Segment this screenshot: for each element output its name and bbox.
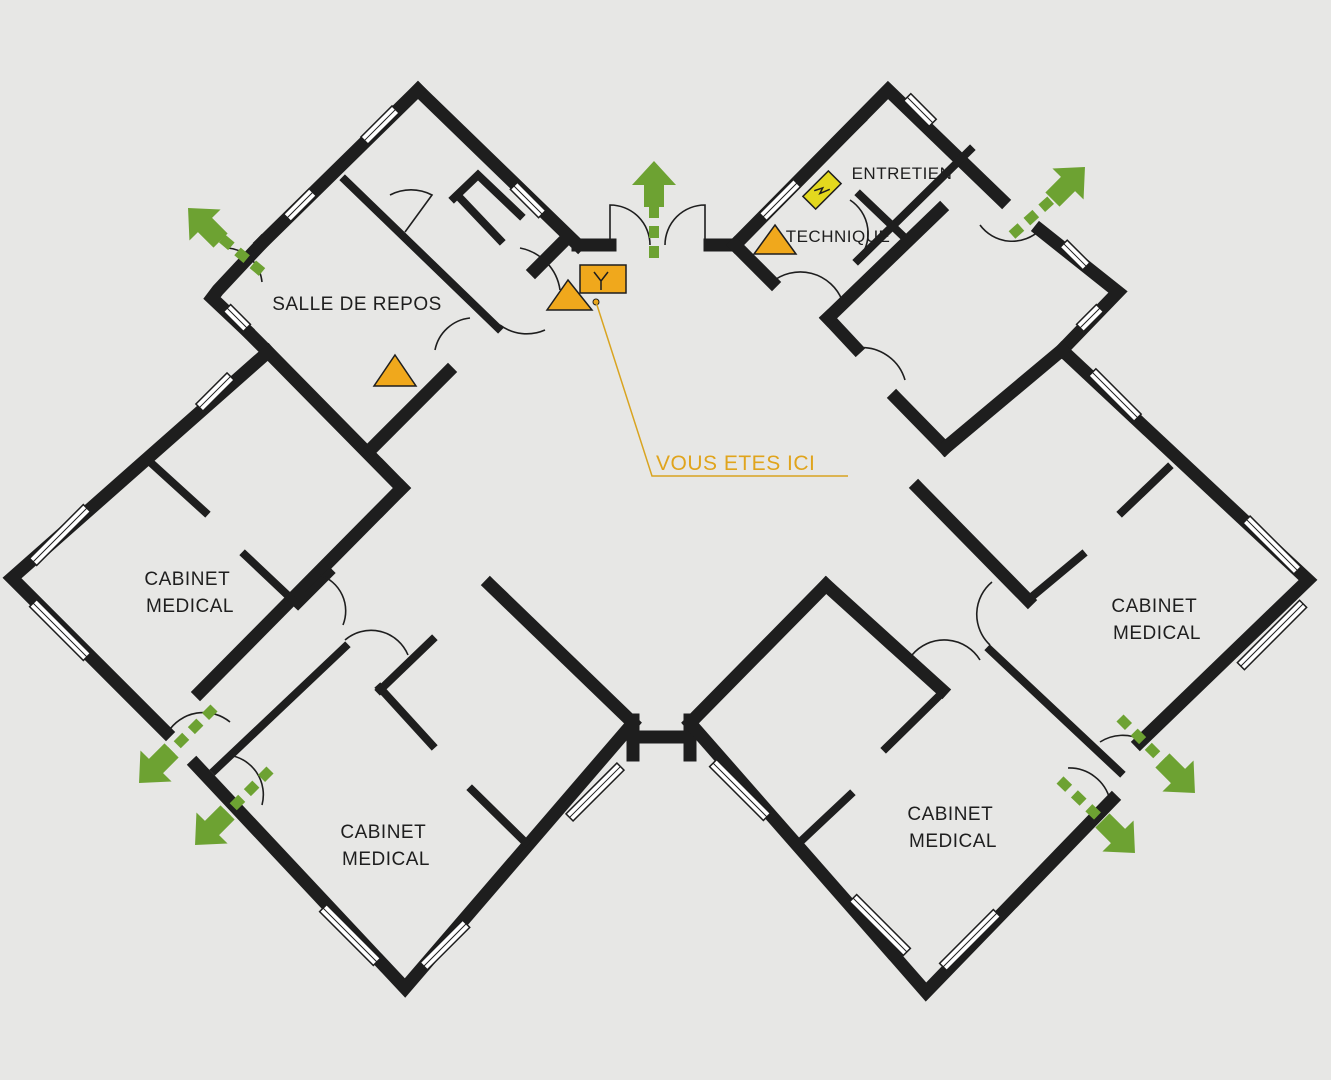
emergency-exit-arrow-icon — [1056, 776, 1151, 869]
you-are-here-label: VOUS ETES ICI — [656, 452, 815, 475]
emergency-exit-arrow-icon — [1116, 714, 1211, 809]
room-label-technique: TECHNIQUE — [786, 227, 891, 246]
room-label-cabinet-upper-left: CABINET MEDICAL — [144, 569, 235, 617]
electrical-panel-icon — [801, 169, 843, 211]
markers — [372, 169, 848, 477]
room-label-cabinet-lower-right: CABINET MEDICAL — [907, 804, 998, 852]
right-wing-walls — [681, 80, 1318, 1002]
emergency-exit-arrow-icon — [632, 161, 676, 258]
warning-triangle-icon — [752, 223, 798, 255]
room-label-cabinet-upper-right: CABINET MEDICAL — [1111, 596, 1202, 644]
doors — [167, 189, 1143, 806]
emergency-exit-arrow-icon — [172, 192, 266, 276]
room-label-cabinet-lower-left: CABINET MEDICAL — [340, 822, 431, 870]
you-are-here-pointer — [595, 301, 848, 477]
windows — [28, 92, 1308, 972]
emergency-exit-arrow-icon — [1008, 151, 1101, 239]
room-label-salle-de-repos: SALLE DE REPOS — [272, 294, 442, 315]
emergency-exit-arrows — [123, 151, 1211, 869]
emergency-exit-arrow-icon — [179, 766, 274, 861]
warning-triangle-icon — [545, 278, 594, 311]
warning-triangle-icon — [372, 353, 418, 387]
left-wing-walls — [2, 80, 697, 998]
you-are-here-icon — [579, 264, 627, 306]
room-labels: SALLE DE REPOS ENTRETIEN TECHNIQUE CABIN… — [144, 164, 1202, 870]
room-label-entretien: ENTRETIEN — [852, 164, 953, 183]
emergency-exit-arrow-icon — [123, 704, 218, 799]
